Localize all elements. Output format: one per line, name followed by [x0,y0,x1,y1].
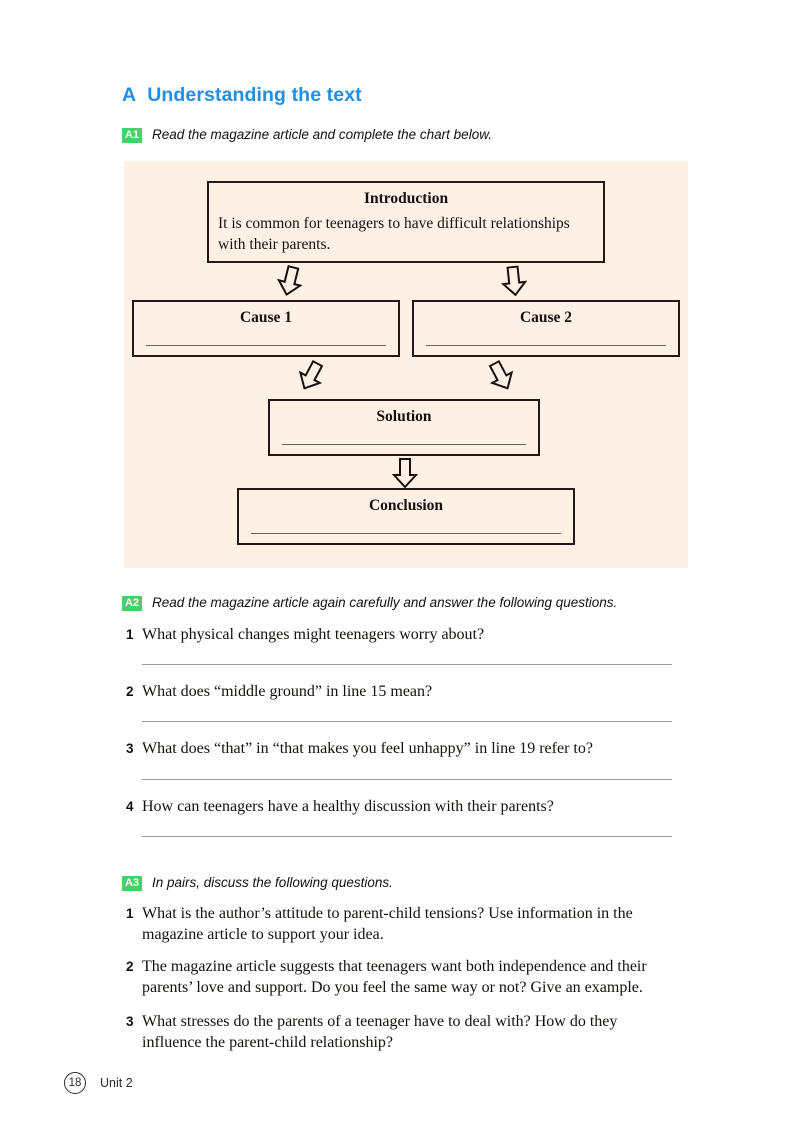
cause1-title: Cause 1 [239,309,293,326]
down-arrow-icon [392,458,418,488]
a3-question-3-text: What stresses do the parents of a teenag… [142,1013,618,1051]
section-title: Understanding the text [147,84,362,106]
introduction-title: Introduction [363,190,449,207]
badge-a3: A3 [122,876,142,891]
a2-answer-line-1[interactable] [142,664,672,665]
a2-question-4: 4 How can teenagers have a healthy discu… [126,796,686,817]
task-a2-instruction: Read the magazine article again carefull… [152,595,618,610]
a3-question-1-number: 1 [126,906,134,921]
chart-node-cause2[interactable]: Cause 2 [412,300,680,357]
task-a2: A2 Read the magazine article again caref… [122,594,617,612]
down-arrow-icon [274,263,306,298]
a2-answer-line-3[interactable] [142,779,672,780]
a2-question-2-number: 2 [126,684,134,699]
cause1-write-line[interactable] [146,345,386,346]
a2-question-1-number: 1 [126,627,134,642]
cause2-write-line[interactable] [426,345,666,346]
down-arrow-icon [500,265,529,298]
conclusion-title: Conclusion [368,497,444,514]
page-footer: 18 Unit 2 [64,1072,133,1094]
a2-question-1-text: What physical changes might teenagers wo… [142,626,485,643]
solution-title: Solution [376,408,432,425]
down-arrow-icon [482,357,519,396]
a2-question-4-number: 4 [126,799,134,814]
chart-node-cause1[interactable]: Cause 1 [132,300,400,357]
badge-a2: A2 [122,596,142,611]
chart-node-solution[interactable]: Solution [268,399,540,456]
a3-question-3: 3 What stresses do the parents of a teen… [126,1011,676,1053]
introduction-body: It is common for teenagers to have diffi… [218,215,570,253]
a3-question-2: 2 The magazine article suggests that tee… [126,956,692,998]
a2-answer-line-2[interactable] [142,721,672,722]
chart-node-introduction: Introduction It is common for teenagers … [207,181,605,263]
unit-label: Unit 2 [100,1076,133,1090]
a2-question-2-text: What does “middle ground” in line 15 mea… [142,683,433,700]
chart-node-conclusion[interactable]: Conclusion [237,488,575,545]
a2-question-2: 2 What does “middle ground” in line 15 m… [126,681,686,702]
page-number: 18 [64,1072,86,1094]
solution-write-line[interactable] [282,444,526,445]
a2-question-3: 3 What does “that” in “that makes you fe… [126,738,686,759]
a3-question-2-text: The magazine article suggests that teena… [142,958,647,996]
a3-question-1-text: What is the author’s attitude to parent-… [142,905,633,943]
section-letter: A [122,84,137,106]
task-a1-instruction: Read the magazine article and complete t… [152,127,492,142]
a2-question-4-text: How can teenagers have a healthy discuss… [142,798,554,815]
a3-question-2-number: 2 [126,959,134,974]
flow-chart-panel: Introduction It is common for teenagers … [124,161,688,568]
down-arrow-icon [292,357,329,396]
a2-question-3-text: What does “that” in “that makes you feel… [142,740,593,757]
a3-question-3-number: 3 [126,1014,134,1029]
conclusion-write-line[interactable] [251,533,561,534]
a2-question-3-number: 3 [126,741,134,756]
task-a3: A3 In pairs, discuss the following quest… [122,874,393,892]
a2-question-1: 1 What physical changes might teenagers … [126,624,686,645]
task-a1: A1 Read the magazine article and complet… [122,126,492,144]
task-a3-instruction: In pairs, discuss the following question… [152,875,393,890]
a3-question-1: 1 What is the author’s attitude to paren… [126,903,688,945]
a2-answer-line-4[interactable] [142,836,672,837]
badge-a1: A1 [122,128,142,143]
page-title: A Understanding the text [122,84,362,107]
cause2-title: Cause 2 [519,309,573,326]
